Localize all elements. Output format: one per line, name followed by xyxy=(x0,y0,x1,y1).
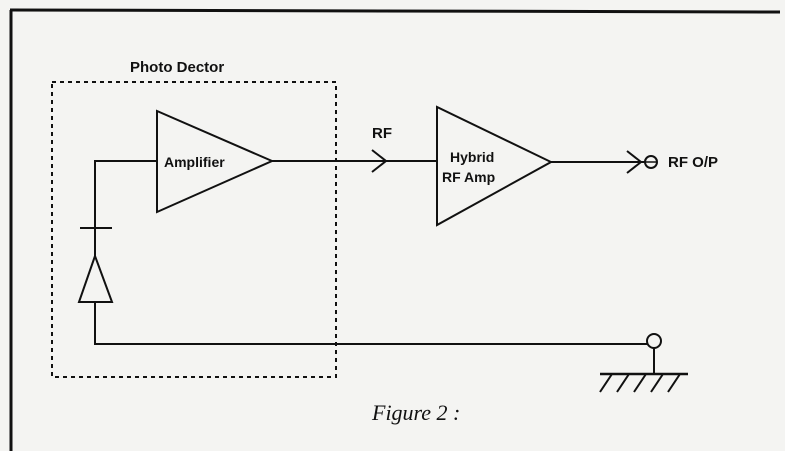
amplifier-input-wire xyxy=(94,160,157,228)
figure-caption: Figure 2 : xyxy=(371,400,460,425)
photo-detector-boundary xyxy=(51,81,337,378)
hybrid-rf-amp-symbol xyxy=(436,105,554,227)
ground-terminal-circle xyxy=(646,333,662,349)
hybrid-rf-amp-label-line1: Hybrid xyxy=(450,149,494,165)
amplifier-label: Amplifier xyxy=(164,154,225,170)
ground-terminal xyxy=(600,333,688,376)
rf-signal-arrow xyxy=(371,149,388,173)
frame-top-border xyxy=(9,8,781,14)
hybrid-rf-amp-label-line2: RF Amp xyxy=(442,169,495,185)
ground-hatch-mark xyxy=(616,373,630,393)
photodiode-symbol xyxy=(77,227,114,303)
photodiode-triangle xyxy=(77,253,114,303)
photo-detector-label: Photo Dector xyxy=(130,59,224,76)
ground-hatch-marks xyxy=(599,373,681,393)
ground-hatch-mark xyxy=(633,373,647,393)
ground-hatch-mark xyxy=(667,373,681,393)
ground-hatch-mark xyxy=(599,373,613,393)
rf-signal-label: RF xyxy=(372,125,392,142)
ground-return-wire xyxy=(94,302,654,345)
ground-hatch-mark xyxy=(650,373,664,393)
output-label: RF O/P xyxy=(668,154,718,171)
